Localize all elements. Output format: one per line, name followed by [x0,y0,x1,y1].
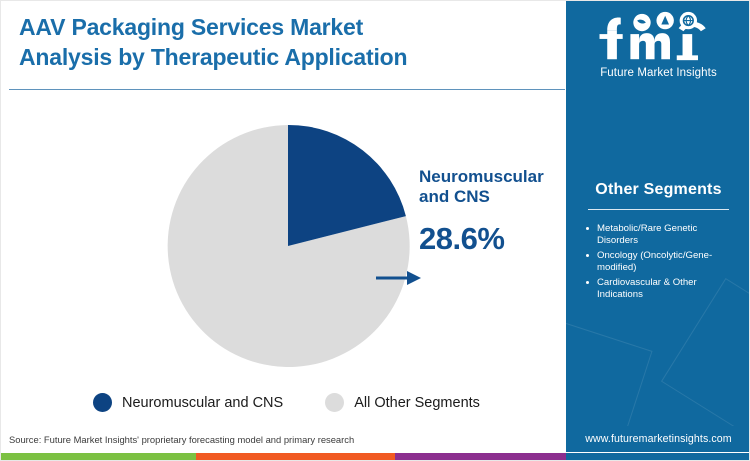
callout-arrow-icon [376,271,421,285]
bullet-icon [586,280,589,284]
panel-divider [588,209,729,210]
other-segments-list: Metabolic/Rare Genetic Disorders Oncolog… [584,223,736,304]
pie-slice-all-other-segments [167,125,410,367]
color-bar-purple [395,453,566,460]
bullet-icon [586,253,589,257]
footer-color-bar [1,453,749,460]
callout-label: Neuromuscular and CNS [419,167,569,207]
callout: Neuromuscular and CNS 28.6% [419,167,569,257]
pie-slice-neuromuscular-and-cns [288,124,406,246]
legend-item: Neuromuscular and CNS [93,393,283,412]
bullet-icon [586,227,589,230]
list-item: Metabolic/Rare Genetic Disorders [584,223,736,248]
panel-decoration [566,316,653,437]
pie-chart [1,97,566,397]
legend-label: All Other Segments [354,394,480,411]
website-url: www.futuremarketinsights.com [585,433,732,445]
list-item: Oncology (Oncolytic/Gene-modified) [584,250,736,275]
source-note: Source: Future Market Insights' propriet… [9,434,355,445]
legend-swatch-icon [93,393,112,412]
callout-label-line-2: and CNS [419,187,490,207]
list-item-label: Oncology (Oncolytic/Gene-modified) [597,249,713,274]
list-item-label: Cardiovascular & Other Indications [597,276,697,301]
color-bar-orange [196,453,395,460]
brand-tagline: Future Market Insights [600,67,717,79]
color-bar-blue [566,453,749,460]
pie-chart-svg [167,124,410,367]
callout-value: 28.6% [419,221,505,257]
panel-heading: Other Segments [595,181,722,198]
list-item-label: Metabolic/Rare Genetic Disorders [597,223,698,247]
legend-item: All Other Segments [325,393,480,412]
brand-logo: Future Market Insights [566,9,749,79]
page-title: AAV Packaging Services Market Analysis b… [19,13,549,73]
callout-label-line-1: Neuromuscular [419,167,544,186]
fmi-logo-icon [599,11,706,61]
page-title-line-2: Analysis by Therapeutic Application [19,43,408,70]
header-divider [9,89,565,90]
color-bar-green [1,453,196,460]
other-segments-panel: Future Market Insights Other Segments Me… [566,1,749,437]
legend-swatch-icon [325,393,345,412]
legend-label: Neuromuscular and CNS [122,394,284,411]
list-item: Cardiovascular & Other Indications [584,277,736,302]
chart-legend: Neuromuscular and CNS All Other Segments [93,393,522,412]
website-url-box[interactable]: www.futuremarketinsights.com [566,426,749,452]
page-title-line-1: AAV Packaging Services Market [19,14,364,40]
